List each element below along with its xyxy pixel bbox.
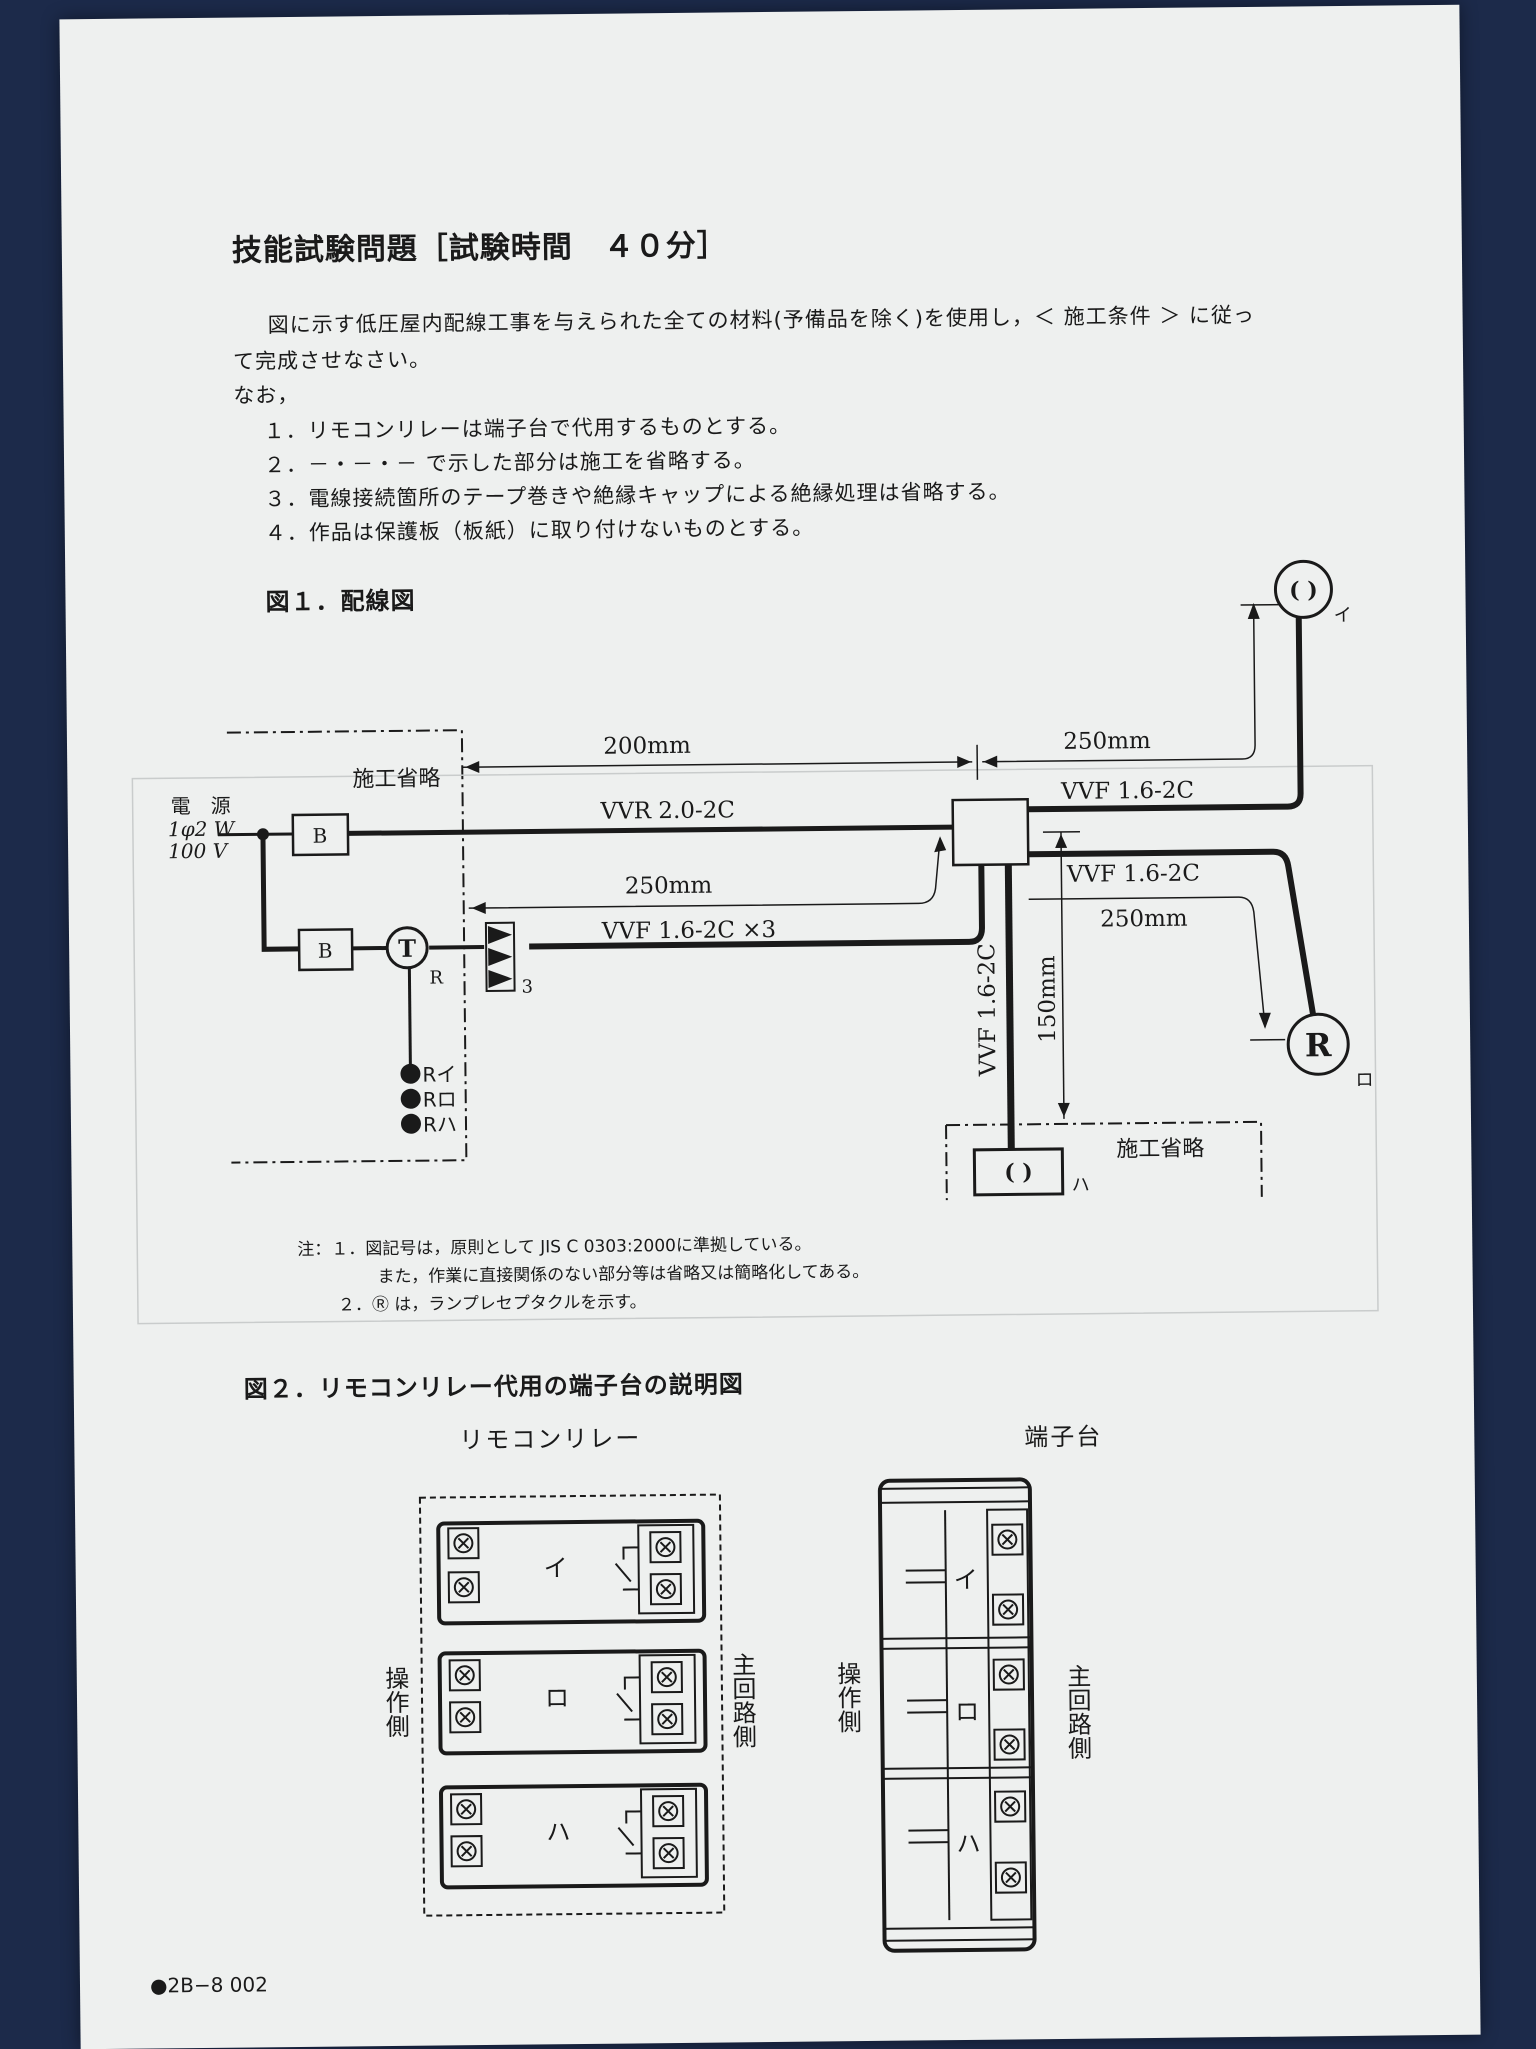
relay-frame (418, 1493, 726, 1917)
switch-label: Rハ (423, 1112, 457, 1136)
breaker-label: B (312, 824, 327, 848)
power-spec: 1φ2 W (168, 817, 236, 842)
omit-area-left (226, 729, 468, 1164)
footer-code: ●2B−8 002 (149, 1972, 269, 1998)
dim-label: 200mm (603, 733, 691, 760)
terminal-block (877, 1477, 1037, 1953)
relay-module-ha (439, 1782, 709, 1890)
breaker-upper (291, 813, 350, 857)
timer-symbol (385, 926, 429, 970)
terminal-diagram: イ ロ ハ イ ロ ハ 操作側 主回路側 操作側 主回路側 (381, 1477, 1092, 1953)
dim-label: 250mm (1063, 728, 1151, 755)
switch-label: Rロ (423, 1087, 457, 1111)
relay-module-ro (437, 1648, 708, 1756)
exam-sheet: 技能試験問題［試験時間 ４０分］ 図に示す低圧屋内配線工事を与えられた全ての材料… (59, 4, 1481, 2049)
omit-label-left: 施工省略 (352, 766, 440, 792)
switch-label: Rイ (422, 1062, 456, 1086)
terminal-row-label: イ (954, 1566, 978, 1594)
joint-box (951, 798, 1030, 867)
breaker-label: B (318, 939, 333, 963)
breaker-lower (297, 928, 354, 972)
cable-label: VVF 1.6-2C (1060, 778, 1194, 805)
timer-label: T (398, 934, 416, 963)
operation-side-label: 操作側 (381, 1666, 410, 1738)
terminal-row-label: ロ (955, 1698, 979, 1726)
operation-side-label: 操作側 (833, 1661, 862, 1733)
dim-label: 250mm (625, 873, 713, 900)
main-circuit-side-label: 主回路側 (728, 1652, 757, 1748)
relay-row-label: ハ (546, 1818, 570, 1846)
dim-label: 150mm (1034, 955, 1061, 1043)
cable-label: VVR 2.0-2C (599, 797, 735, 824)
relay-module-i (436, 1518, 707, 1626)
cable-label: VVF 1.6-2C (1066, 860, 1200, 887)
lamp-ha-symbol (972, 1147, 1065, 1197)
wiring-diagram: B B T R 3 Rイ Rロ Rハ ( ) イ R ロ ( ) ハ 施 (131, 559, 1379, 1325)
lamp-ha-label: ハ (1072, 1175, 1090, 1196)
transformer-symbol (484, 921, 516, 992)
lamp-symbol-label: ( ) (1004, 1159, 1033, 1185)
receptacle-label: R (1305, 1026, 1332, 1064)
cable-label: VVF 1.6-2C (974, 943, 1001, 1077)
power-label: 電 源 (171, 794, 231, 819)
relay-row-label: イ (544, 1554, 568, 1582)
main-circuit-side-label: 主回路側 (1063, 1664, 1092, 1760)
receptacle-symbol (1286, 1012, 1350, 1076)
omit-area-right (946, 1120, 1263, 1197)
terminal-row-label: ハ (956, 1830, 980, 1858)
cable-label: VVF 1.6-2C ×3 (601, 917, 777, 945)
relay-row-label: ロ (545, 1684, 569, 1712)
transformer-count: 3 (521, 976, 533, 997)
lamp-ro-label: ロ (1355, 1070, 1373, 1091)
lamp-i-symbol (1273, 559, 1333, 619)
dim-label: 250mm (1100, 906, 1188, 933)
power-voltage: 100 V (168, 839, 230, 864)
omit-label-right: 施工省略 (1116, 1136, 1204, 1162)
timer-r-label: R (429, 967, 443, 988)
lamp-i-label: イ (1334, 605, 1352, 626)
lamp-symbol-label: ( ) (1289, 577, 1318, 603)
